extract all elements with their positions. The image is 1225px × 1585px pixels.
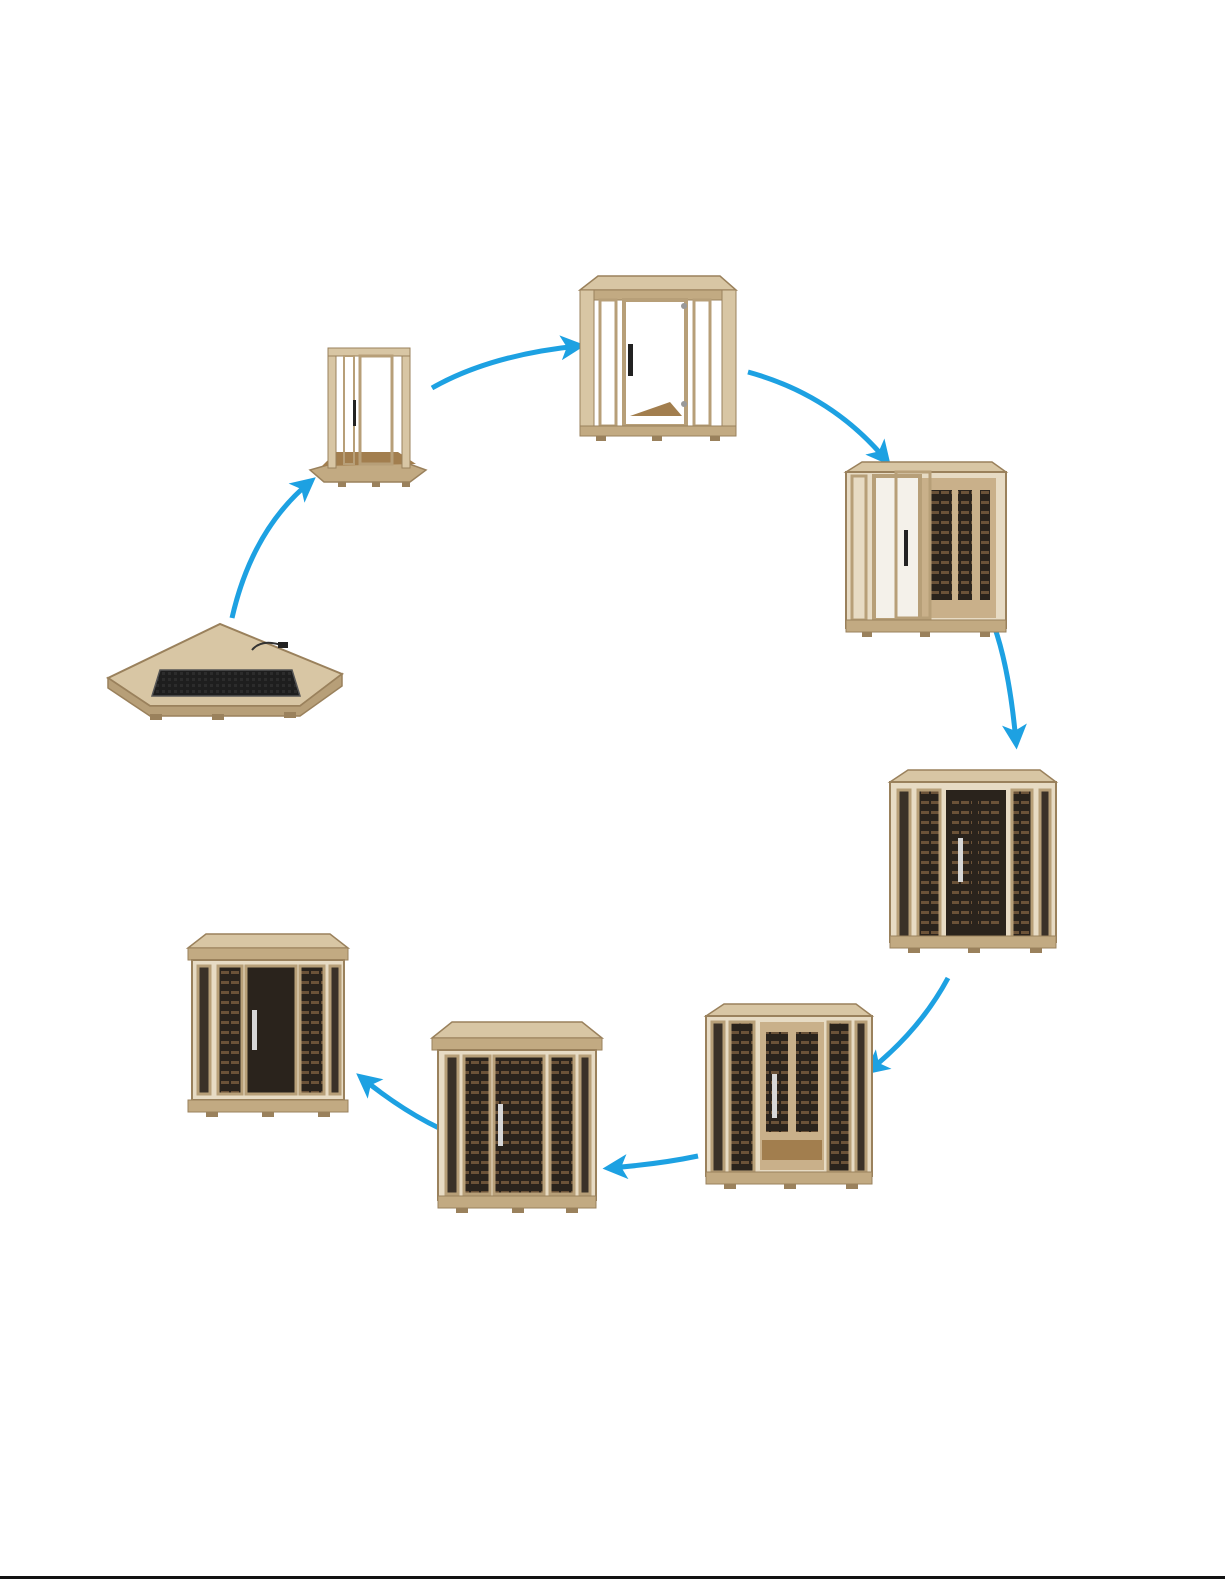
front-frame-illustration <box>310 348 426 487</box>
floor-base-illustration <box>108 624 342 720</box>
arrow-step-6-to-7 <box>610 1156 698 1168</box>
wide-frame-illustration <box>580 276 736 441</box>
roof-installed-illustration <box>432 1022 602 1213</box>
arrow-step-5-to-6 <box>870 978 948 1070</box>
arrow-step-2-to-3 <box>432 346 578 388</box>
completed-sauna-illustration <box>188 934 348 1117</box>
page-bottom-rule <box>0 1576 1225 1579</box>
door-installed-illustration <box>890 770 1056 953</box>
back-walls-illustration <box>706 1004 872 1189</box>
side-walls-illustration <box>846 462 1006 637</box>
arrow-step-3-to-4 <box>748 372 886 460</box>
arrow-step-1-to-2 <box>232 482 310 618</box>
